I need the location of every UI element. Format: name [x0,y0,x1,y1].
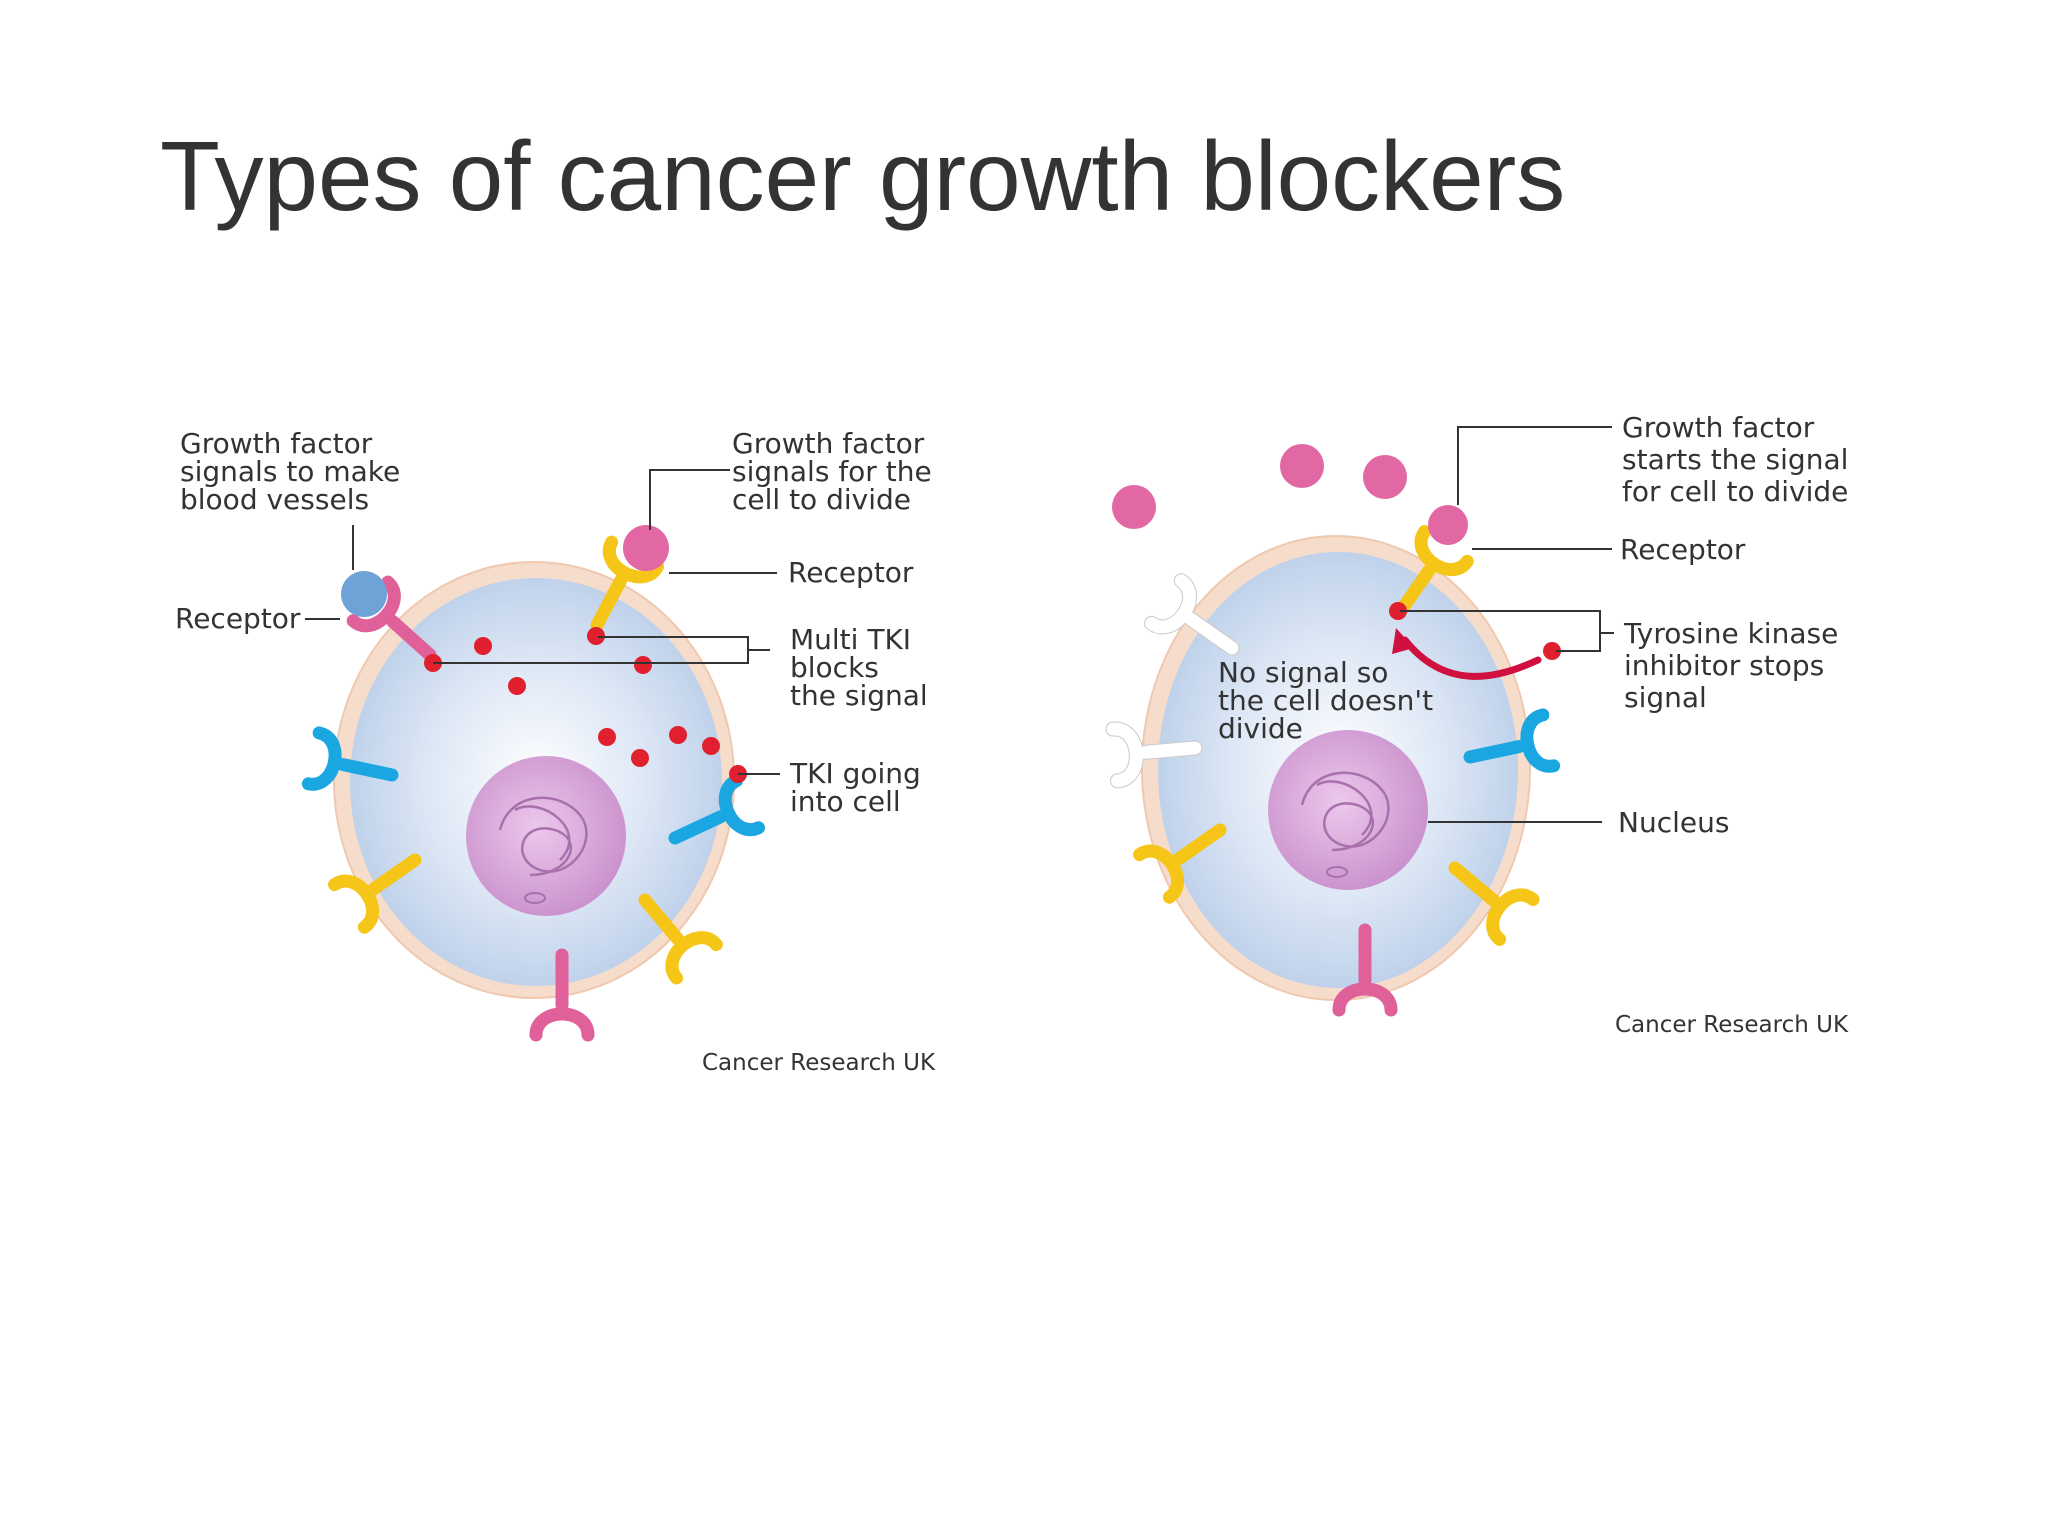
tki-dot-bound [1389,602,1407,620]
growth-factor-pink-free-3 [1363,455,1407,499]
tki-dot-free [1543,642,1561,660]
left-nucleus [466,756,626,916]
label-growth-factor-divide: Growth factor signals for the cell to di… [732,427,941,516]
label-nucleus: Nucleus [1618,806,1729,839]
growth-factor-pink-free-1 [1112,485,1156,529]
label-tki-stops: Tyrosine kinase inhibitor stops signal [1623,617,1847,714]
label-receptor-right: Receptor [788,556,914,589]
label-receptor-left: Receptor [175,602,301,635]
tki-dots-left [424,627,747,783]
label-tki-going: TKI going into cell [789,757,930,818]
credit-right: Cancer Research UK [1615,1012,1849,1038]
right-leader-lines [1400,426,1614,823]
slide-title: Types of cancer growth blockers [160,121,1566,231]
credit-left: Cancer Research UK [702,1050,936,1076]
right-cell: Growth factor starts the signal for cell… [1105,411,1857,1038]
label-growth-factor-starts: Growth factor starts the signal for cell… [1622,411,1857,508]
growth-factor-blue [341,571,387,617]
label-growth-factor-blood-vessels: Growth factor signals to make blood vess… [180,427,409,516]
label-no-signal: No signal so the cell doesn't divide [1218,656,1442,745]
left-leader-lines [305,469,780,775]
left-cell: Growth factor signals to make blood vess… [175,427,941,1076]
growth-factor-pink-left [623,525,669,571]
label-receptor-right-panel: Receptor [1620,533,1746,566]
right-nucleus [1268,730,1428,890]
label-multi-tki: Multi TKI blocks the signal [790,623,928,712]
tki-arrowhead [1392,628,1414,654]
tki-arrow [1401,636,1542,680]
growth-factor-pink-free-2 [1280,444,1324,488]
growth-factor-pink-bound [1428,505,1468,545]
